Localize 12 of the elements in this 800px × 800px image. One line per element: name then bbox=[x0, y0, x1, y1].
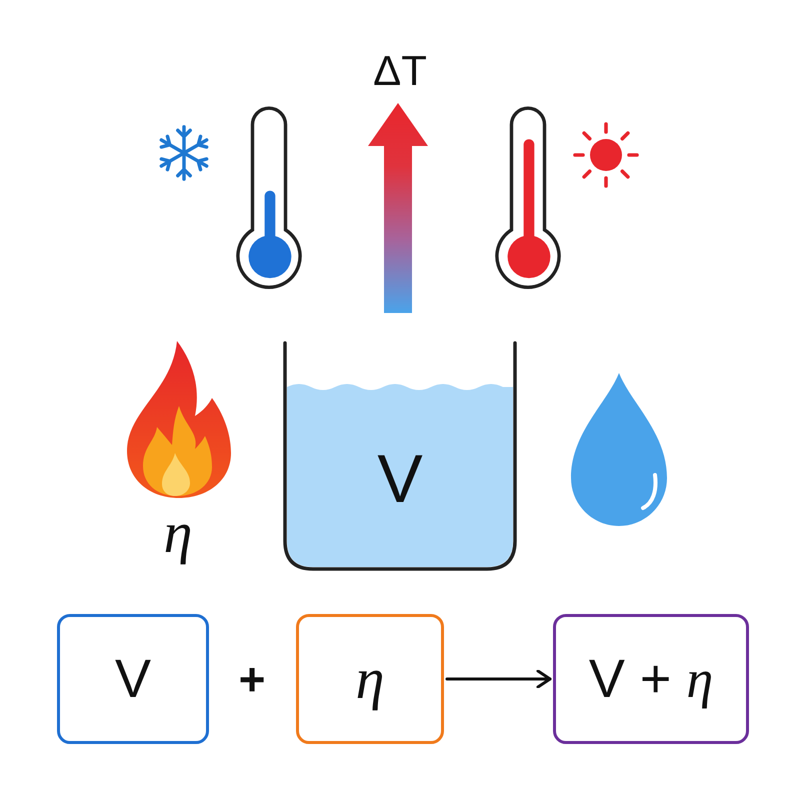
term-box bbox=[57, 614, 209, 744]
math-symbol: V bbox=[377, 445, 423, 513]
math-symbol: η bbox=[164, 504, 192, 562]
plus-sign: + bbox=[238, 656, 266, 702]
result-box bbox=[553, 614, 749, 744]
math-symbol: η bbox=[356, 650, 384, 708]
math-symbol: V bbox=[114, 652, 152, 706]
arrow bbox=[446, 670, 552, 688]
water-tank bbox=[282, 341, 518, 572]
term-box bbox=[296, 614, 444, 744]
math-expression: V + η bbox=[588, 652, 714, 706]
math-label: ΔT bbox=[373, 50, 427, 92]
